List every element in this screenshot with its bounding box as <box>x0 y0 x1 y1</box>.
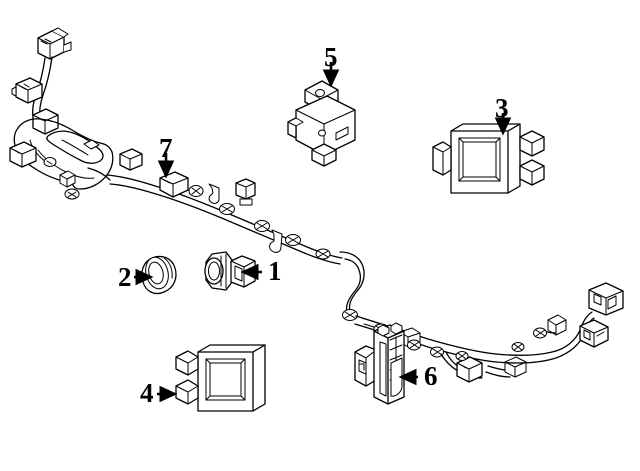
control-module-left <box>175 344 266 412</box>
park-assist-switch <box>354 322 405 405</box>
harness-clips-right <box>455 342 525 361</box>
callout-arrows <box>134 62 512 403</box>
module-bracket <box>287 80 356 167</box>
callout-number-3: 3 <box>495 93 509 123</box>
harness-branch-loop <box>339 251 365 321</box>
callout-number-4: 4 <box>140 378 154 408</box>
harness-right-trunk <box>354 282 624 383</box>
harness-left-connector-cluster <box>9 27 114 200</box>
callout-number-6: 6 <box>424 361 438 391</box>
bumper-wire-harness <box>9 27 624 383</box>
harness-main-trunk <box>106 174 343 265</box>
sensor-retainer-ring <box>141 255 177 295</box>
harness-hook-clip <box>208 183 220 204</box>
callout-number-7: 7 <box>159 133 173 163</box>
control-module-right <box>432 123 545 194</box>
callout-number-1: 1 <box>268 256 282 286</box>
callout-number-5: 5 <box>324 42 338 72</box>
callout-number-2: 2 <box>118 262 132 292</box>
harness-clips-left <box>119 148 331 260</box>
